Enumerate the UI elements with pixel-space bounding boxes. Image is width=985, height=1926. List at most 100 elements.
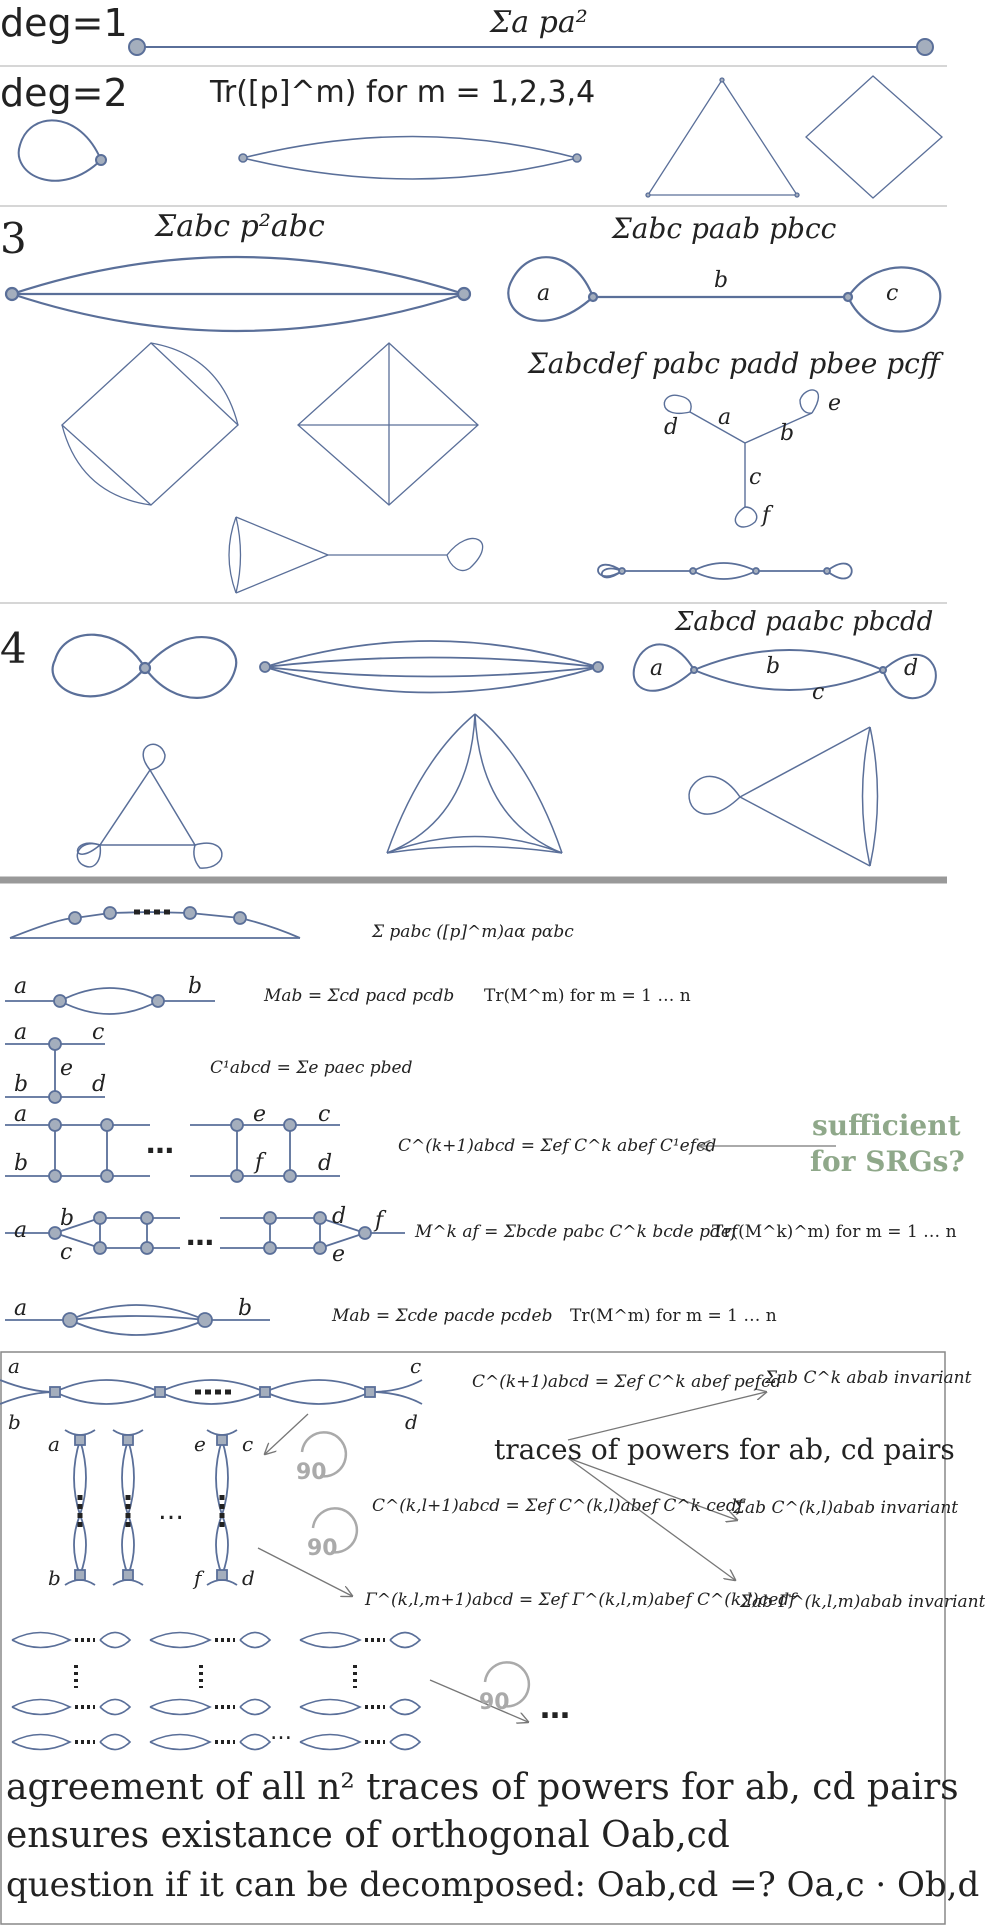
label-c-loop: c xyxy=(886,281,899,306)
label-Mk-c: c xyxy=(60,1240,73,1265)
label-star-f: f xyxy=(762,503,771,528)
graph-deg4-quad-edge xyxy=(259,640,604,694)
formula-f1: Σ pabc ([p]^m)aα pαbc xyxy=(372,922,574,942)
formula-f6: Mab = Σcde pacde pcdeb xyxy=(332,1306,553,1326)
graph-deg3-triangle-loop xyxy=(228,516,484,594)
label-Ck-a: a xyxy=(14,1102,28,1127)
label-star-c: c xyxy=(749,465,762,490)
rotate-icon-2 xyxy=(311,1507,359,1554)
graph-deg3-theta xyxy=(4,255,472,333)
graph-C1 xyxy=(5,1037,105,1104)
graph-deg2-triangle xyxy=(645,77,800,198)
label-C1-e: e xyxy=(60,1056,74,1081)
label-Ck-e: e xyxy=(253,1102,267,1127)
label-deg4-c: c xyxy=(812,680,825,705)
graph-deg3-diamond-double xyxy=(61,342,239,506)
label-box-d: d xyxy=(405,1410,418,1434)
graph-deg4-figure8 xyxy=(51,633,238,699)
label-deg4-b: b xyxy=(766,654,781,679)
label-Ck-f: f xyxy=(255,1150,264,1175)
deg1-label: deg=1 xyxy=(0,1,128,45)
traces-line: traces of powers for ab, cd pairs xyxy=(494,1433,955,1466)
graph-M-ab xyxy=(5,987,215,1015)
graph-deg3-k4 xyxy=(297,342,479,506)
graph-deg4-loops-double xyxy=(632,643,937,700)
formula-f4: C^(k+1)abcd = Σef C^k abef C¹efcd xyxy=(398,1136,717,1156)
graph-Mk-ladder xyxy=(5,1211,405,1255)
formula-deg1: Σa pa² xyxy=(490,5,588,40)
label-vert-f: f xyxy=(194,1566,202,1590)
graph-M-ab-2 xyxy=(5,1304,270,1336)
label-Mk-e: e xyxy=(332,1242,346,1267)
label-M2-a: a xyxy=(14,1296,28,1321)
formula-b3-inv: Σab Γ^(k,l,m)abab invariant xyxy=(740,1592,985,1612)
label-Mk-a: a xyxy=(14,1218,28,1243)
bottom-line-1: agreement of all n² traces of powers for… xyxy=(6,1767,959,1808)
label-b-edge: b xyxy=(714,268,729,293)
label-vert-e: e xyxy=(194,1432,206,1456)
label-Mk-b: b xyxy=(60,1206,75,1231)
sufficient-label-1: sufficient xyxy=(812,1109,961,1142)
label-box-b: b xyxy=(8,1410,21,1434)
graph-chain-m xyxy=(9,906,301,939)
formula-f2-tr: Tr(M^m) for m = 1 … n xyxy=(484,986,691,1006)
rotate-label-1: 90 xyxy=(296,1460,327,1485)
arrow-traces-2 xyxy=(567,1457,737,1520)
bottom-box xyxy=(0,1351,946,1925)
formula-deg3-b: Σabc paab pbcc xyxy=(612,212,837,245)
graph-deg2-digon xyxy=(238,135,582,180)
arrow-rot-2 xyxy=(257,1547,352,1596)
label-Mk-f: f xyxy=(375,1208,384,1233)
label-Ck-d: d xyxy=(318,1151,333,1176)
label-vert-a: a xyxy=(48,1432,60,1456)
graph-C-chain xyxy=(0,1379,423,1405)
label-star-d: d xyxy=(664,415,679,440)
graph-deg4-triangle-double xyxy=(386,713,563,854)
arrow-traces-1 xyxy=(567,1392,766,1441)
graph-deg4-triangle-loops xyxy=(76,743,223,869)
arrow-rot-3 xyxy=(429,1679,528,1722)
label-C1-b: b xyxy=(14,1072,29,1097)
label-C1-a: a xyxy=(14,1020,28,1045)
ellipsis-vert: … xyxy=(158,1496,184,1526)
formula-b1-inv: Σab C^k abab invariant xyxy=(765,1368,972,1388)
formula-b2: C^(k,l+1)abcd = Σef C^(k,l)abef C^k cedf xyxy=(372,1496,744,1516)
formula-deg3-a: Σabc p²abc xyxy=(155,209,325,244)
graph-Gamma-grid xyxy=(11,1631,422,1751)
label-box-c: c xyxy=(410,1354,422,1378)
rotate-icon-1 xyxy=(300,1431,348,1478)
deg4-label: 4 xyxy=(0,624,27,673)
graph-deg3-chain xyxy=(597,562,853,580)
label-star-e: e xyxy=(828,391,842,416)
label-Ck-b: b xyxy=(14,1151,29,1176)
deg2-label: deg=2 xyxy=(0,71,128,115)
bottom-line-3: question if it can be decomposed: Oab,cd… xyxy=(6,1865,980,1905)
rotate-icon-3 xyxy=(483,1661,531,1708)
label-vert-b: b xyxy=(48,1566,61,1590)
graph-deg4-loop-fan xyxy=(688,726,879,867)
arrow-rot-1 xyxy=(265,1413,309,1454)
graph-deg3-dumbbell xyxy=(507,256,942,333)
label-Mab-b: b xyxy=(188,974,203,999)
ellipsis-ck: … xyxy=(146,1127,174,1160)
label-vert-c: c xyxy=(242,1432,254,1456)
deg3-label: 3 xyxy=(0,214,27,263)
graph-deg3-star xyxy=(663,389,820,528)
label-C1-c: c xyxy=(92,1020,105,1045)
label-vert-d: d xyxy=(242,1566,255,1590)
formula-f3: C¹abcd = Σe paec pbed xyxy=(210,1058,413,1078)
formula-b1: C^(k+1)abcd = Σef C^k abef pefcd xyxy=(472,1372,782,1392)
formula-b2-inv: Σab C^(k,l)abab invariant xyxy=(733,1498,959,1518)
bottom-line-2: ensures existance of orthogonal Oab,cd xyxy=(6,1815,730,1856)
formula-f6-tr: Tr(M^m) for m = 1 … n xyxy=(570,1306,777,1326)
label-star-a: a xyxy=(718,405,732,430)
formula-deg2: Tr([p]^m) for m = 1,2,3,4 xyxy=(210,75,596,110)
graph-deg1-edge xyxy=(128,38,934,56)
label-Mk-d: d xyxy=(332,1204,347,1229)
label-star-b: b xyxy=(780,421,795,446)
arrow-traces-3 xyxy=(567,1457,735,1580)
ellipsis-mk: … xyxy=(186,1219,214,1252)
label-Ck-c: c xyxy=(318,1102,331,1127)
label-box-a: a xyxy=(8,1354,20,1378)
label-deg4-a: a xyxy=(650,656,664,681)
